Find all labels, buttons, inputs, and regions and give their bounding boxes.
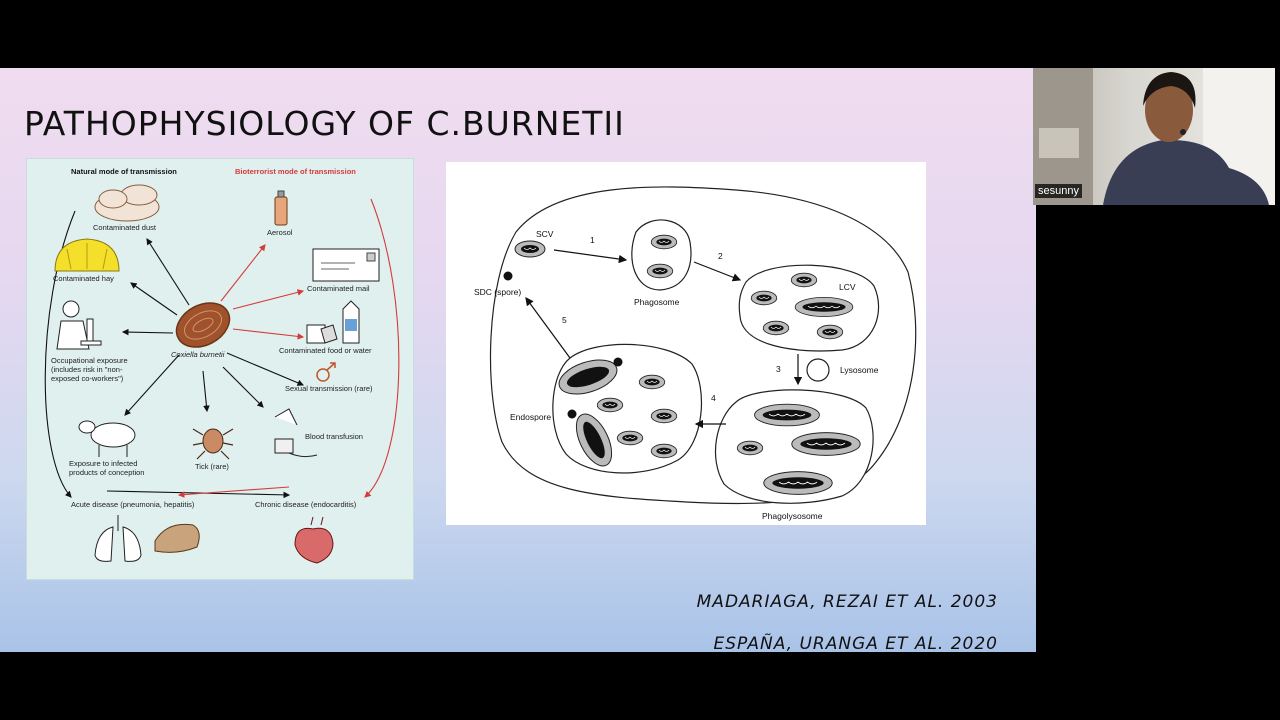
endospore-vacuole [552, 343, 703, 474]
step-1-label: 1 [590, 235, 595, 245]
label-sexual-transmission: Sexual transmission (rare) [285, 384, 373, 393]
label-phagolysosome: Phagolysosome [762, 511, 823, 521]
label-occupational-1: Occupational exposure [51, 356, 128, 365]
label-endospore: Endospore [510, 412, 551, 422]
label-lysosome: Lysosome [840, 365, 879, 375]
label-acute-disease: Acute disease (pneumonia, hepatitis) [71, 500, 195, 509]
reference-1: MADARIAGA, REZAI ET AL. 2003 [696, 592, 998, 612]
blood-transfusion-icon [274, 408, 318, 458]
label-phagosome: Phagosome [634, 297, 680, 307]
hay-bale-icon [54, 238, 120, 272]
tick-icon [192, 428, 234, 460]
label-chronic-disease: Chronic disease (endocarditis) [255, 500, 357, 509]
label-conception-2: products of conception [69, 468, 144, 477]
bioterrorist-mode-header: Bioterrorist mode of transmission [235, 167, 356, 176]
label-sdc: SDC (spore) [474, 287, 521, 297]
natural-mode-header: Natural mode of transmission [71, 167, 177, 176]
food-water-icon [306, 300, 360, 344]
sdc-spore [503, 271, 513, 281]
dust-cloud-icon [94, 184, 160, 222]
step-2-label: 2 [718, 251, 723, 261]
lifecycle-diagram: SCV SDC (spore) Phagosome LCV Lysosome [446, 162, 926, 525]
presentation-slide: PATHOPHYSIOLOGY OF C.BURNETII Natural mo… [0, 68, 1036, 652]
label-scv: SCV [536, 229, 554, 239]
label-contaminated-food: Contaminated food or water [279, 346, 372, 355]
label-occupational-2: (includes risk in "non- [51, 365, 123, 374]
label-contaminated-hay: Contaminated hay [53, 274, 114, 283]
coxiella-label: Coxiella burnetii [171, 350, 225, 359]
lab-worker-icon [56, 300, 102, 350]
lysosome [806, 358, 830, 382]
coxiella-organism-icon [175, 302, 231, 348]
label-conception-1: Exposure to infected [69, 459, 137, 468]
label-contaminated-mail: Contaminated mail [307, 284, 370, 293]
label-aerosol: Aerosol [267, 228, 293, 237]
step-3-label: 3 [776, 364, 781, 374]
host-cell-membrane [489, 186, 917, 505]
scv-bacterium [514, 240, 546, 258]
participant-name: sesunny [1035, 184, 1082, 198]
liver-icon [154, 523, 200, 553]
mail-envelope-icon [312, 248, 380, 282]
transmission-diagram-graphic: Natural mode of transmission Bioterroris… [44, 167, 400, 564]
reference-2: ESPAÑA, URANGA ET AL. 2020 [713, 634, 998, 652]
slide-title: PATHOPHYSIOLOGY OF C.BURNETII [24, 104, 625, 143]
lifecycle-diagram-graphic: SCV SDC (spore) Phagosome LCV Lysosome [474, 186, 917, 521]
step-5-label: 5 [562, 315, 567, 325]
sheep-icon [78, 420, 136, 457]
step-4-label: 4 [711, 393, 716, 403]
label-contaminated-dust: Contaminated dust [93, 223, 157, 232]
gender-symbol-icon [316, 362, 336, 382]
aerosol-can-icon [274, 190, 288, 226]
lungs-icon [94, 515, 142, 562]
webcam-tile[interactable]: sesunny [1033, 68, 1275, 205]
endospore-bacterium-1 [558, 359, 618, 395]
label-lcv: LCV [839, 282, 856, 292]
endospore-bacterium-2 [575, 413, 613, 467]
heart-icon [294, 516, 334, 564]
participant-video [1033, 68, 1275, 205]
transmission-diagram: Natural mode of transmission Bioterroris… [26, 158, 414, 580]
label-occupational-3: exposed co-workers") [51, 374, 124, 383]
label-blood-transfusion: Blood transfusion [305, 432, 363, 441]
phagosome [631, 219, 692, 291]
label-tick: Tick (rare) [195, 462, 229, 471]
